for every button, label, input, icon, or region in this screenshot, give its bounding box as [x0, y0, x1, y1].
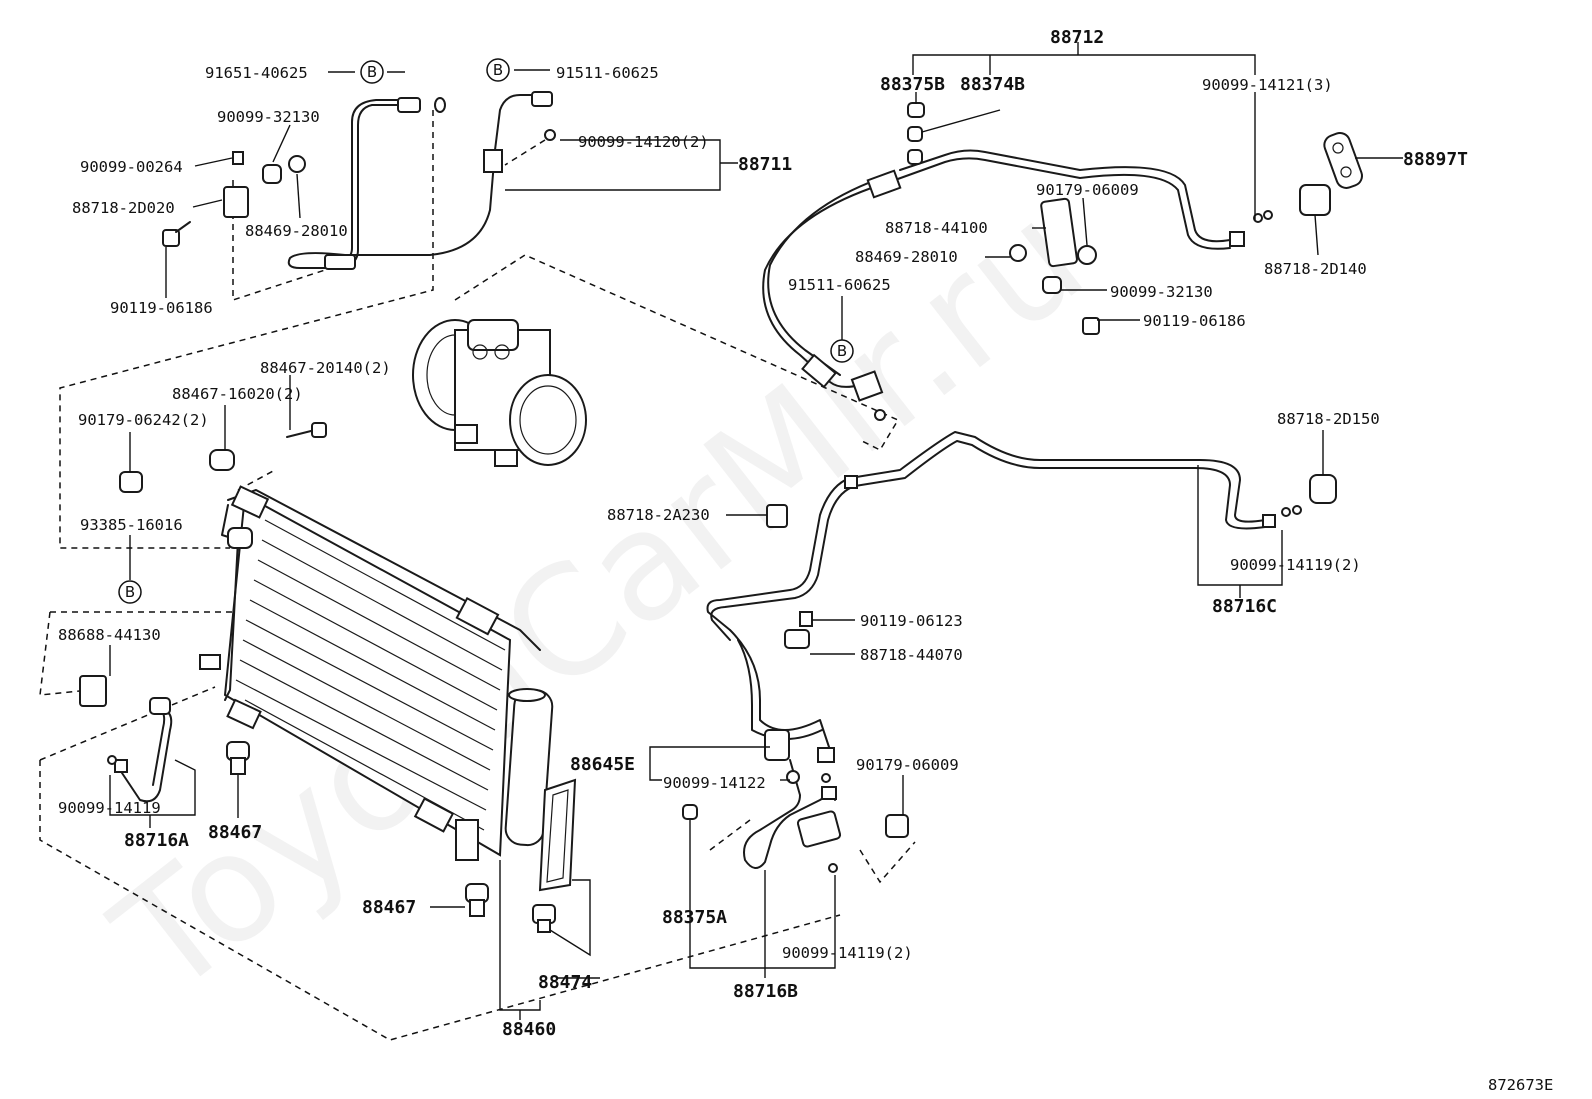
liquid-tube-88716C: [706, 431, 1337, 763]
label-88716b: 88716B: [733, 981, 798, 1002]
compressor: [412, 319, 587, 467]
upper-left-fasteners: [162, 151, 306, 247]
label-88718-2d140: 88718-2D140: [1264, 260, 1367, 278]
label-88467-lower-left: 88467: [208, 822, 262, 843]
label-90099-14121: 90099-14121(3): [1202, 76, 1333, 94]
label-90119-06123: 90119-06123: [860, 612, 963, 630]
label-88718-44100: 88718-44100: [885, 219, 988, 237]
label-88897t: 88897T: [1403, 149, 1468, 170]
label-88467-16020: 88467-16020(2): [172, 385, 303, 403]
callout-b-4: B: [118, 580, 142, 604]
liquid-tube-88716B: [682, 729, 909, 873]
label-90099-32130-left: 90099-32130: [217, 108, 320, 126]
label-88469-28010-left: 88469-28010: [245, 222, 348, 240]
label-88474: 88474: [538, 972, 592, 993]
figure-code: 872673E: [1488, 1076, 1553, 1094]
callout-b-3: B: [830, 339, 854, 363]
label-88688-44130: 88688-44130: [58, 626, 161, 644]
condenser-core: [223, 493, 512, 857]
label-88716a: 88716A: [124, 830, 189, 851]
condenser-cushions: [226, 741, 489, 917]
suction-hose-88712: [762, 149, 1273, 421]
dryer-filter-element: [532, 778, 577, 933]
label-88718-2a230: 88718-2A230: [607, 506, 710, 524]
label-88718-2d150: 88718-2D150: [1277, 410, 1380, 428]
label-90099-00264: 90099-00264: [80, 158, 183, 176]
label-91511-60625-right: 91511-60625: [788, 276, 891, 294]
label-90179-06242: 90179-06242(2): [78, 411, 209, 429]
label-88718-44070: 88718-44070: [860, 646, 963, 664]
label-91651-40625: 91651-40625: [205, 64, 308, 82]
label-88467-bottom: 88467: [362, 897, 416, 918]
label-88375a: 88375A: [662, 907, 727, 928]
liquid-tube-88716A: [79, 675, 173, 803]
leader-lines: [109, 42, 1403, 1020]
label-90099-32130-right: 90099-32130: [1110, 283, 1213, 301]
label-90179-06009-upper: 90179-06009: [1036, 181, 1139, 199]
upper-right-fittings: [907, 102, 1363, 335]
label-90099-14119-right: 90099-14119(2): [1230, 556, 1361, 574]
svg-text:B: B: [493, 61, 503, 79]
callout-b-2: B: [486, 58, 510, 82]
label-88375b: 88375B: [880, 74, 945, 95]
label-88460: 88460: [502, 1019, 556, 1040]
part-labels: 88712 88375B 88374B 90099-14121(3) 88897…: [58, 27, 1553, 1094]
label-88645e: 88645E: [570, 754, 635, 775]
label-88718-2d020: 88718-2D020: [72, 199, 175, 217]
svg-text:B: B: [367, 63, 377, 81]
label-90099-14122: 90099-14122: [663, 774, 766, 792]
label-90119-06186-right: 90119-06186: [1143, 312, 1246, 330]
label-90099-14119-left: 90099-14119: [58, 799, 161, 817]
callout-b-1: B: [360, 60, 384, 84]
label-88374b: 88374B: [960, 74, 1025, 95]
label-88469-28010-right: 88469-28010: [855, 248, 958, 266]
condenser-assembly: [199, 485, 554, 861]
label-88711: 88711: [738, 154, 792, 175]
label-90179-06009-lower: 90179-06009: [856, 756, 959, 774]
svg-text:B: B: [837, 342, 847, 360]
label-90119-06186-left: 90119-06186: [110, 299, 213, 317]
left-fasteners: [119, 422, 327, 549]
label-90099-14119-bottom: 90099-14119(2): [782, 944, 913, 962]
label-88712: 88712: [1050, 27, 1104, 48]
label-88716c: 88716C: [1212, 596, 1277, 617]
discharge-hose-88711: [287, 91, 556, 270]
svg-text:B: B: [125, 583, 135, 601]
label-91511-60625-left: 91511-60625: [556, 64, 659, 82]
label-93385-16016: 93385-16016: [80, 516, 183, 534]
label-90099-14120: 90099-14120(2): [578, 133, 709, 151]
label-88467-20140: 88467-20140(2): [260, 359, 391, 377]
